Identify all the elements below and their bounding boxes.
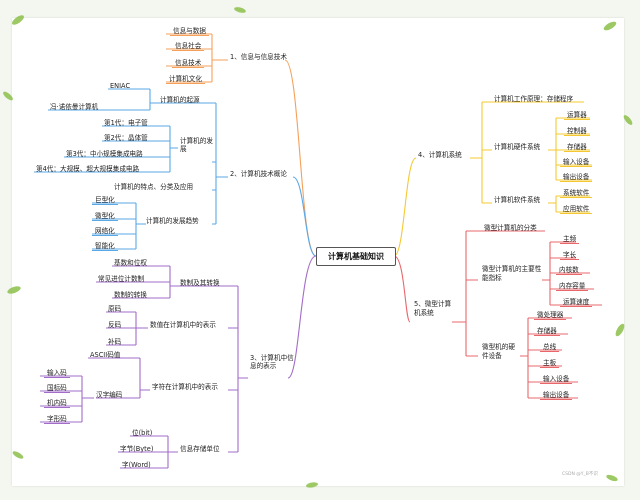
node-application-software[interactable]: 应用软件 xyxy=(560,205,593,214)
node-ram-capacity[interactable]: 内存容量 xyxy=(556,282,589,291)
node-eniac[interactable]: ENIAC xyxy=(110,82,131,90)
node-gen-2[interactable]: 第2代：晶体管 xyxy=(104,134,148,142)
node-gb-code[interactable]: 国标码 xyxy=(44,384,70,393)
node-core-count[interactable]: 内核数 xyxy=(556,266,582,275)
node-system-software[interactable]: 系统软件 xyxy=(560,189,593,198)
node-output-device[interactable]: 输出设备 xyxy=(560,173,593,182)
node-computer-development[interactable]: 计算机的发展 xyxy=(180,137,213,153)
node-storage-units[interactable]: 信息存储单位 xyxy=(180,445,220,453)
node-computer-origin[interactable]: 计算机的起源 xyxy=(160,96,200,104)
node-info-data[interactable]: 信息与数据 xyxy=(170,27,209,36)
node-info-society[interactable]: 信息社会 xyxy=(172,42,205,51)
node-info-tech[interactable]: 信息技术 xyxy=(172,59,205,68)
node-software-system[interactable]: 计算机软件系统 xyxy=(494,196,541,204)
node-supercomputing[interactable]: 巨型化 xyxy=(92,196,118,205)
node-features[interactable]: 计算机的特点、分类及应用 xyxy=(114,183,194,191)
node-controller[interactable]: 控制器 xyxy=(564,127,590,136)
node-internal-code[interactable]: 机内码 xyxy=(44,399,70,408)
node-micro-memory[interactable]: 存储器 xyxy=(534,327,560,336)
node-numeric-representation[interactable]: 数值在计算机中的表示 xyxy=(150,321,216,329)
node-alu[interactable]: 运算器 xyxy=(564,111,590,120)
node-hanzi-encoding[interactable]: 汉字编码 xyxy=(96,391,123,399)
node-trend[interactable]: 计算机的发展趋势 xyxy=(146,217,199,225)
node-ones-complement[interactable]: 反码 xyxy=(108,321,122,329)
node-twos-complement[interactable]: 补码 xyxy=(108,338,122,346)
node-micro-hardware[interactable]: 微型机的硬件设备 xyxy=(482,343,515,360)
node-input-device[interactable]: 输入设备 xyxy=(560,158,593,167)
node-common-radix[interactable]: 常见进位计数制 xyxy=(98,275,145,283)
node-bit[interactable]: 位(bit) xyxy=(132,429,153,437)
node-input-code[interactable]: 输入码 xyxy=(44,369,70,378)
node-bus[interactable]: 总线 xyxy=(540,343,560,352)
node-compute-speed[interactable]: 运算速度 xyxy=(560,298,593,307)
node-sign-magnitude[interactable]: 原码 xyxy=(108,305,122,313)
node-micro-input-device[interactable]: 输入设备 xyxy=(540,375,573,384)
node-gen-4[interactable]: 第4代：大规模、超大规模集成电路 xyxy=(36,165,140,173)
node-working-principle[interactable]: 计算机工作原理：存储程序 xyxy=(494,95,574,103)
watermark: CSDN @Y_B不识 xyxy=(562,472,598,477)
node-memory[interactable]: 存储器 xyxy=(564,143,590,152)
node-microprocessor[interactable]: 微处理器 xyxy=(534,311,567,320)
node-number-systems[interactable]: 数制及其转换 xyxy=(180,279,220,287)
node-micro-output-device[interactable]: 输出设备 xyxy=(540,391,573,400)
branch-5-title[interactable]: 5、微型计算机系统 xyxy=(414,300,452,317)
node-hardware-system[interactable]: 计算机硬件系统 xyxy=(494,143,541,151)
node-glyph-code[interactable]: 字形码 xyxy=(44,415,70,424)
node-word-length[interactable]: 字长 xyxy=(560,251,580,260)
node-word[interactable]: 字(Word) xyxy=(122,461,151,469)
node-micro[interactable]: 微型化 xyxy=(92,212,118,221)
node-performance-metrics[interactable]: 微型计算机的主要性能指标 xyxy=(482,265,542,282)
branch-2-title[interactable]: 2、计算机技术概论 xyxy=(230,170,287,178)
node-von-neumann[interactable]: 冯·诺依曼计算机 xyxy=(50,103,99,111)
central-topic[interactable]: 计算机基础知识 xyxy=(316,247,396,266)
node-motherboard[interactable]: 主板 xyxy=(540,359,560,368)
node-network[interactable]: 网络化 xyxy=(92,227,118,236)
node-ascii[interactable]: ASCII码值 xyxy=(90,351,121,359)
node-smart[interactable]: 智能化 xyxy=(92,242,118,251)
leaf-decoration-icon xyxy=(3,7,633,488)
node-byte[interactable]: 字节(Byte) xyxy=(120,445,154,453)
node-radix-conversion[interactable]: 数制的转换 xyxy=(114,291,147,299)
branch-4-title[interactable]: 4、计算机系统 xyxy=(418,151,462,159)
node-micro-classification[interactable]: 微型计算机的分类 xyxy=(484,224,537,232)
branch-3-title[interactable]: 3、计算机中信息的表示 xyxy=(250,354,294,370)
node-base-weight[interactable]: 基数和位权 xyxy=(114,259,147,267)
node-gen-1[interactable]: 第1代：电子管 xyxy=(104,119,148,127)
node-clock-speed[interactable]: 主频 xyxy=(560,235,580,244)
node-gen-3[interactable]: 第3代：中小规模集成电路 xyxy=(66,150,143,158)
branch-1-title[interactable]: 1、信息与信息技术 xyxy=(230,53,287,61)
node-char-representation[interactable]: 字符在计算机中的表示 xyxy=(152,383,218,391)
node-computer-culture[interactable]: 计算机文化 xyxy=(166,75,205,84)
